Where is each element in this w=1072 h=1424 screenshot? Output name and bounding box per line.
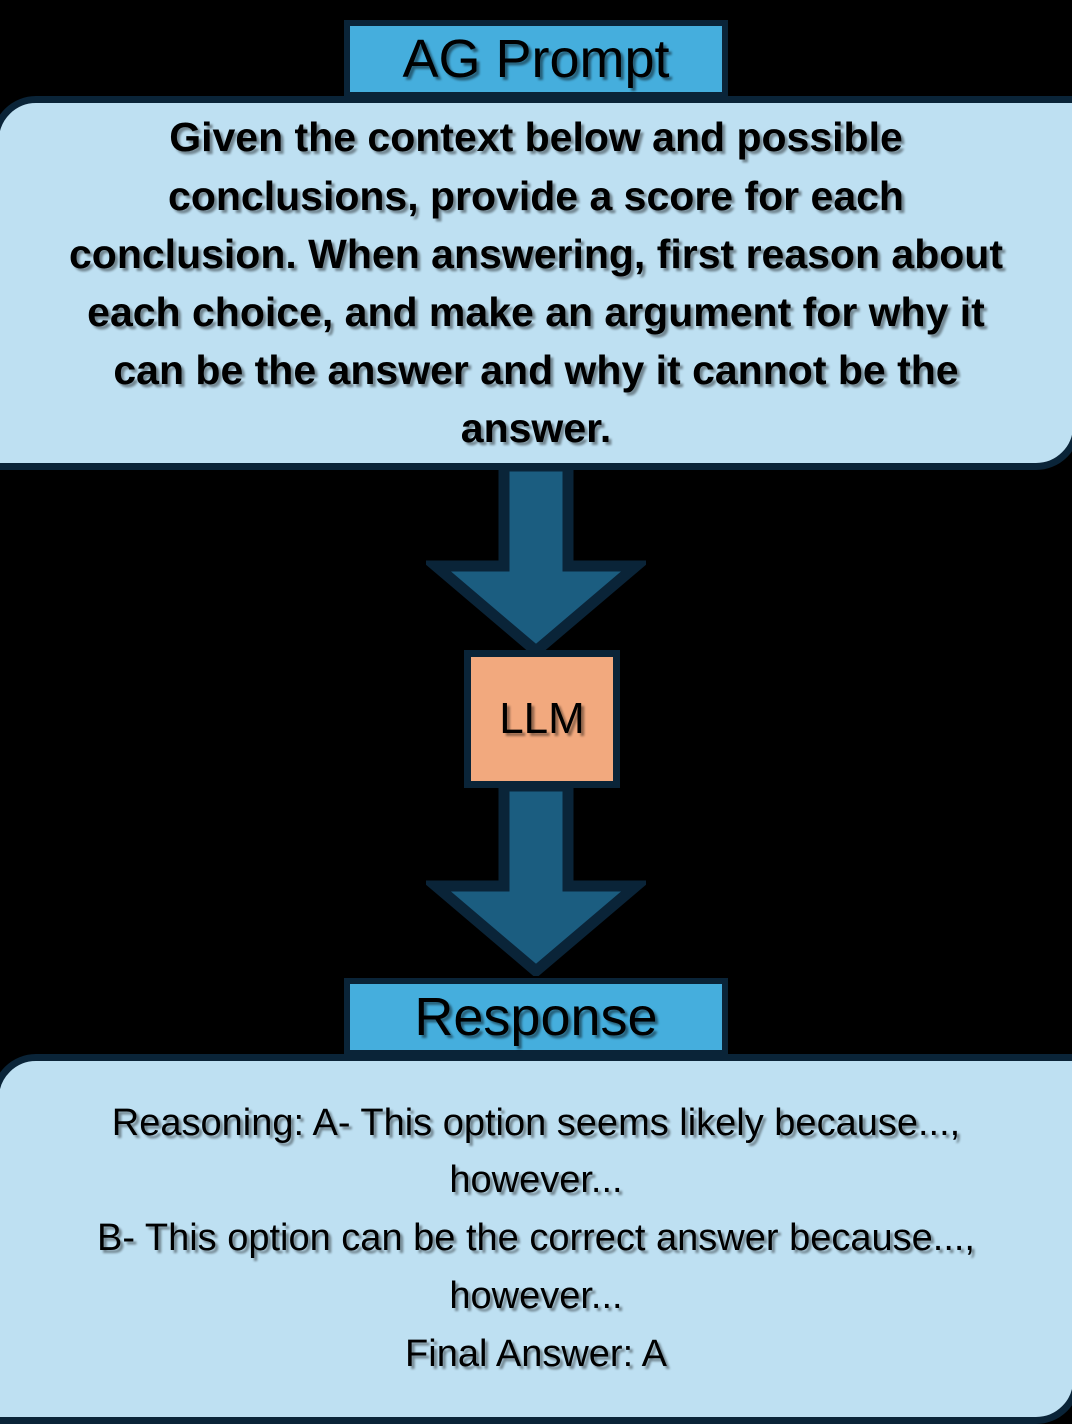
prompt-header-label: AG Prompt (402, 29, 670, 89)
arrow-down-llm-to-response-icon (421, 780, 651, 979)
response-header-tab: Response (344, 978, 728, 1056)
arrow-down-shape (421, 780, 651, 979)
response-body-panel: Reasoning: A- This option seems likely b… (0, 1054, 1072, 1424)
prompt-header-tab: AG Prompt (344, 20, 728, 98)
llm-node: LLM (464, 650, 620, 788)
response-body-text: Reasoning: A- This option seems likely b… (97, 1101, 975, 1375)
arrow-down-prompt-to-llm-icon (421, 460, 651, 659)
prompt-body-panel: Given the context below and possible con… (0, 96, 1072, 470)
arrow-down-shape (421, 460, 651, 659)
llm-node-label: LLM (499, 694, 585, 743)
response-header-label: Response (414, 987, 658, 1047)
prompt-body-text: Given the context below and possible con… (68, 114, 1003, 452)
